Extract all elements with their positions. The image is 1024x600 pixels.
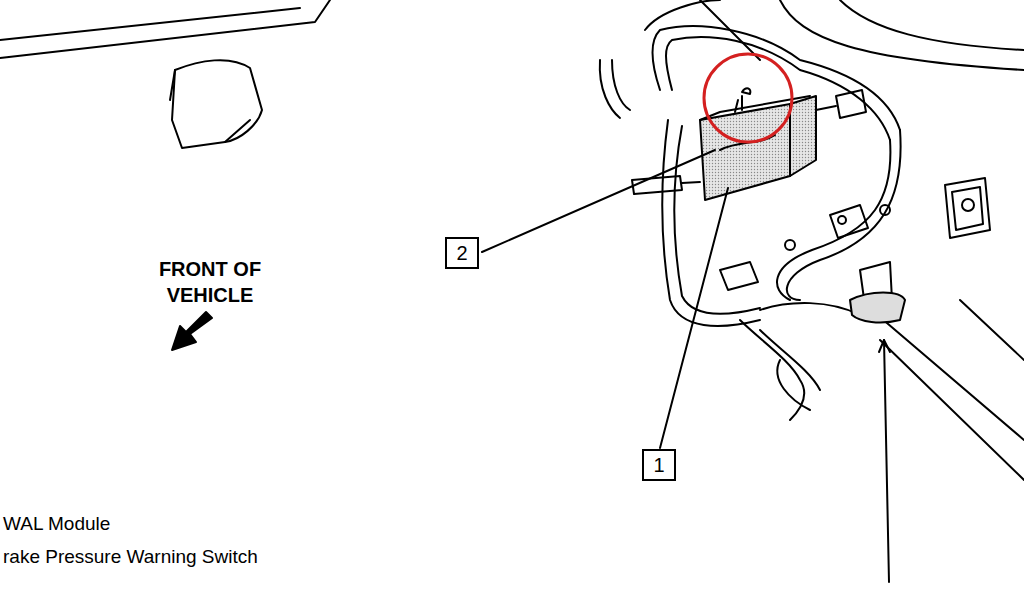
callout-box: 1: [642, 449, 676, 481]
legend-text: WAL Module: [3, 512, 403, 537]
legend-text: rake Pressure Warning Switch: [3, 545, 423, 570]
callout-box: 2: [445, 237, 479, 269]
orientation-label: FRONT OF VEHICLE: [135, 256, 285, 308]
callout-number: 1: [653, 455, 664, 475]
callout-number: 2: [456, 243, 467, 263]
